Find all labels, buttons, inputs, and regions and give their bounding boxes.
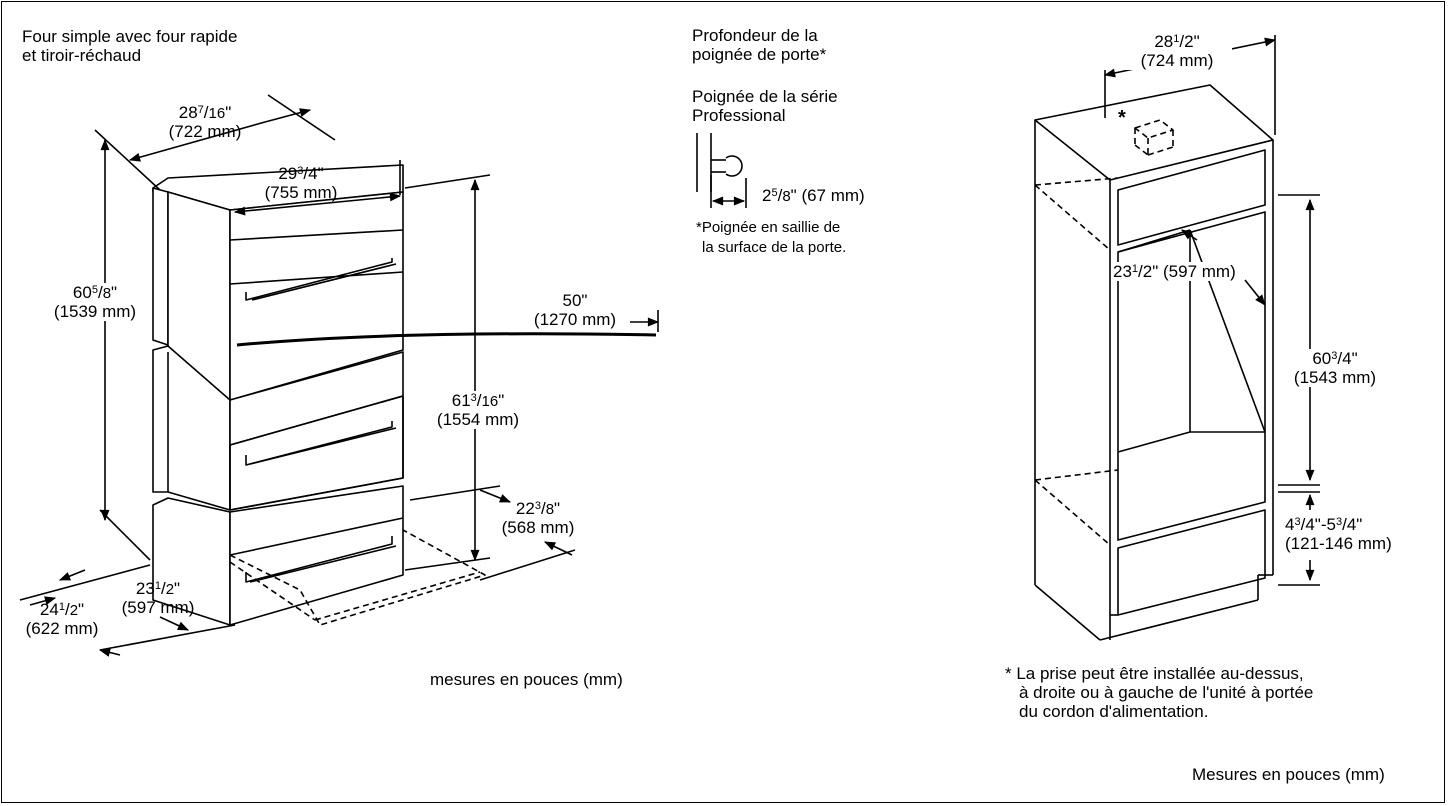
left-title: Four simple avec four rapide et tiroir-r… — [22, 27, 238, 65]
outlet-note: * La prise peut être installée au-dessus… — [1005, 664, 1314, 721]
dim-depth-total: 241/2" (622 mm) — [25, 600, 99, 638]
dim-depth-side: 231/2" (597 mm) — [121, 579, 195, 617]
dim-width-front: 293/4" (755 mm) — [264, 164, 338, 202]
dim-depth-drawer: 223/8" (568 mm) — [501, 499, 575, 537]
dimension-lines-left — [19, 94, 660, 657]
dim-cabinet-height: 603/4" (1543 mm) — [1280, 349, 1390, 387]
handle-detail — [696, 133, 747, 208]
outlet-star: * — [1118, 107, 1126, 129]
handle-note: *Poignée en saillie de la surface de la … — [696, 219, 847, 256]
dim-cabinet-depth: 231/2" (597 mm) — [1113, 262, 1236, 281]
units-note-right: Mesures en pouces (mm) — [1192, 765, 1385, 784]
dim-cabinet-base: 43/4"-53/4" (121-146 mm) — [1285, 515, 1392, 553]
dim-width-top: 287/16" (722 mm) — [168, 103, 242, 141]
dim-cabinet-width: 281/2" (724 mm) — [1122, 32, 1232, 70]
units-note-left: mesures en pouces (mm) — [430, 670, 623, 689]
dim-height-total: 613/16" (1554 mm) — [418, 391, 538, 429]
handle-series: Poignée de la série Professional — [692, 87, 838, 125]
dim-handle: 25/8" (67 mm) — [762, 186, 865, 205]
cabinet — [1034, 84, 1274, 641]
oven-stack — [152, 164, 657, 626]
dim-cord: 50" (1270 mm) — [533, 291, 617, 329]
dim-height-outer: 605/8" (1539 mm) — [40, 283, 150, 321]
handle-title: Profondeur de la poignée de porte* — [692, 26, 827, 64]
